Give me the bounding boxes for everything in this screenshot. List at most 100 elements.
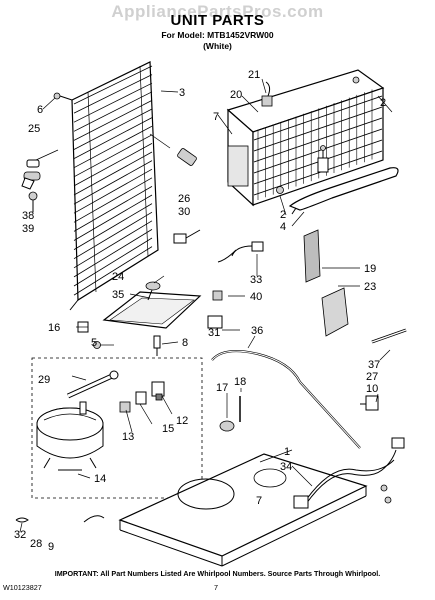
terminal-part-15 [135,391,147,405]
callout-31: 31 [208,327,220,339]
callout-29: 29 [38,374,50,386]
callout-5: 5 [91,337,97,349]
callout-32: 32 [14,529,26,541]
condenser-tube [73,65,153,105]
evaporator-tube [253,106,383,152]
condenser-tube [73,160,153,205]
callout-19: 19 [364,263,376,275]
callout-2-lower: 2 [280,209,286,221]
condenser-tube [73,246,153,296]
relay-part-12 [151,381,165,401]
callout-24: 24 [112,271,124,283]
callout-7-upper: 7 [213,111,219,123]
page-number: 7 [214,583,218,592]
callout-13: 13 [122,431,134,443]
water-tube-part-36 [211,349,361,449]
condenser-tube [73,91,153,132]
callout-23: 23 [364,281,376,293]
callout-2-upper: 2 [380,97,386,109]
evaporator-tube [253,95,383,141]
condenser-tube [73,125,153,169]
model-line: For Model: MTB1452VRW00 [161,30,274,40]
callout-36: 36 [251,325,263,337]
compressor [36,401,104,471]
callout-38: 38 [22,210,34,222]
callout-28: 28 [30,538,42,550]
grommet-part-17 [219,420,235,432]
relay-part-40 [212,290,223,301]
condenser-tube [73,143,153,187]
condenser-tube [73,203,153,250]
callout-30: 30 [178,206,190,218]
rod-part-37 [371,328,407,344]
callout-14: 14 [94,473,106,485]
callout-21: 21 [248,69,260,81]
condenser-tube [73,151,153,196]
condenser-tube [73,134,153,178]
callout-17: 17 [216,382,228,394]
clip-part-32 [15,517,29,523]
callout-37: 37 [368,359,380,371]
condenser-tube [73,229,153,278]
diagram-title: UNIT PARTS [170,12,265,29]
callout-33: 33 [250,274,262,286]
grommet-part-30 [173,229,201,244]
callout-9: 9 [48,541,54,553]
capacitor-part-10 [360,395,379,411]
condenser-clip-parts [21,149,59,212]
overload-part-31 [207,315,223,329]
callout-35: 35 [112,289,124,301]
condenser-tube [73,82,153,123]
wiring-harness [293,437,405,509]
screw-part-6 [53,92,61,100]
callout-8: 8 [182,337,188,349]
evaporator-assembly [226,69,385,207]
condenser-tube [73,100,153,141]
callout-numbers: 2 2 3 4 5 6 7 7 8 9 10 12 13 14 15 16 17… [14,69,386,553]
condenser-tube [73,117,153,159]
compressor-kit-outline [31,357,203,499]
callout-39: 39 [22,223,34,235]
evaporator-tube [253,150,383,196]
color-variant: (White) [203,41,232,51]
condenser-coil [59,61,159,311]
wire-part-9 [83,515,105,523]
callout-25: 25 [28,123,40,135]
bolt-part-26 [149,133,197,166]
callout-6: 6 [37,104,43,116]
callout-20: 20 [230,89,242,101]
callout-1: 1 [284,446,290,458]
harness-part-33 [217,241,264,263]
condenser-tube [73,220,153,269]
condenser-tube [73,237,153,287]
callout-16: 16 [48,322,60,334]
terminal-part-13 [119,401,131,413]
condenser-tube [73,186,153,232]
callout-18: 18 [234,376,246,388]
evaporator-tube [253,128,383,174]
callout-3: 3 [179,87,185,99]
callout-40: 40 [250,291,262,303]
document-number: W10123827 [3,583,42,592]
evaporator-tube [253,117,383,163]
start-device-part-29 [66,370,119,399]
drain-pan [102,281,202,329]
callout-34: 34 [280,461,292,473]
condenser-tube [73,74,153,114]
callout-10: 10 [366,383,378,395]
callout-26: 26 [178,193,190,205]
condenser-tube [73,177,153,223]
site-watermark: AppliancePartsPros.com [111,2,324,21]
callout-27: 27 [366,371,378,383]
tube-part-8 [153,335,161,356]
condenser-tube [73,168,153,214]
callout-4: 4 [280,221,286,233]
condenser-tube [73,194,153,241]
condenser-tube [73,211,153,260]
callout-7-lower: 7 [256,495,262,507]
mounting-base [118,453,368,567]
callout-12: 12 [176,415,188,427]
defrost-heater [288,145,399,215]
